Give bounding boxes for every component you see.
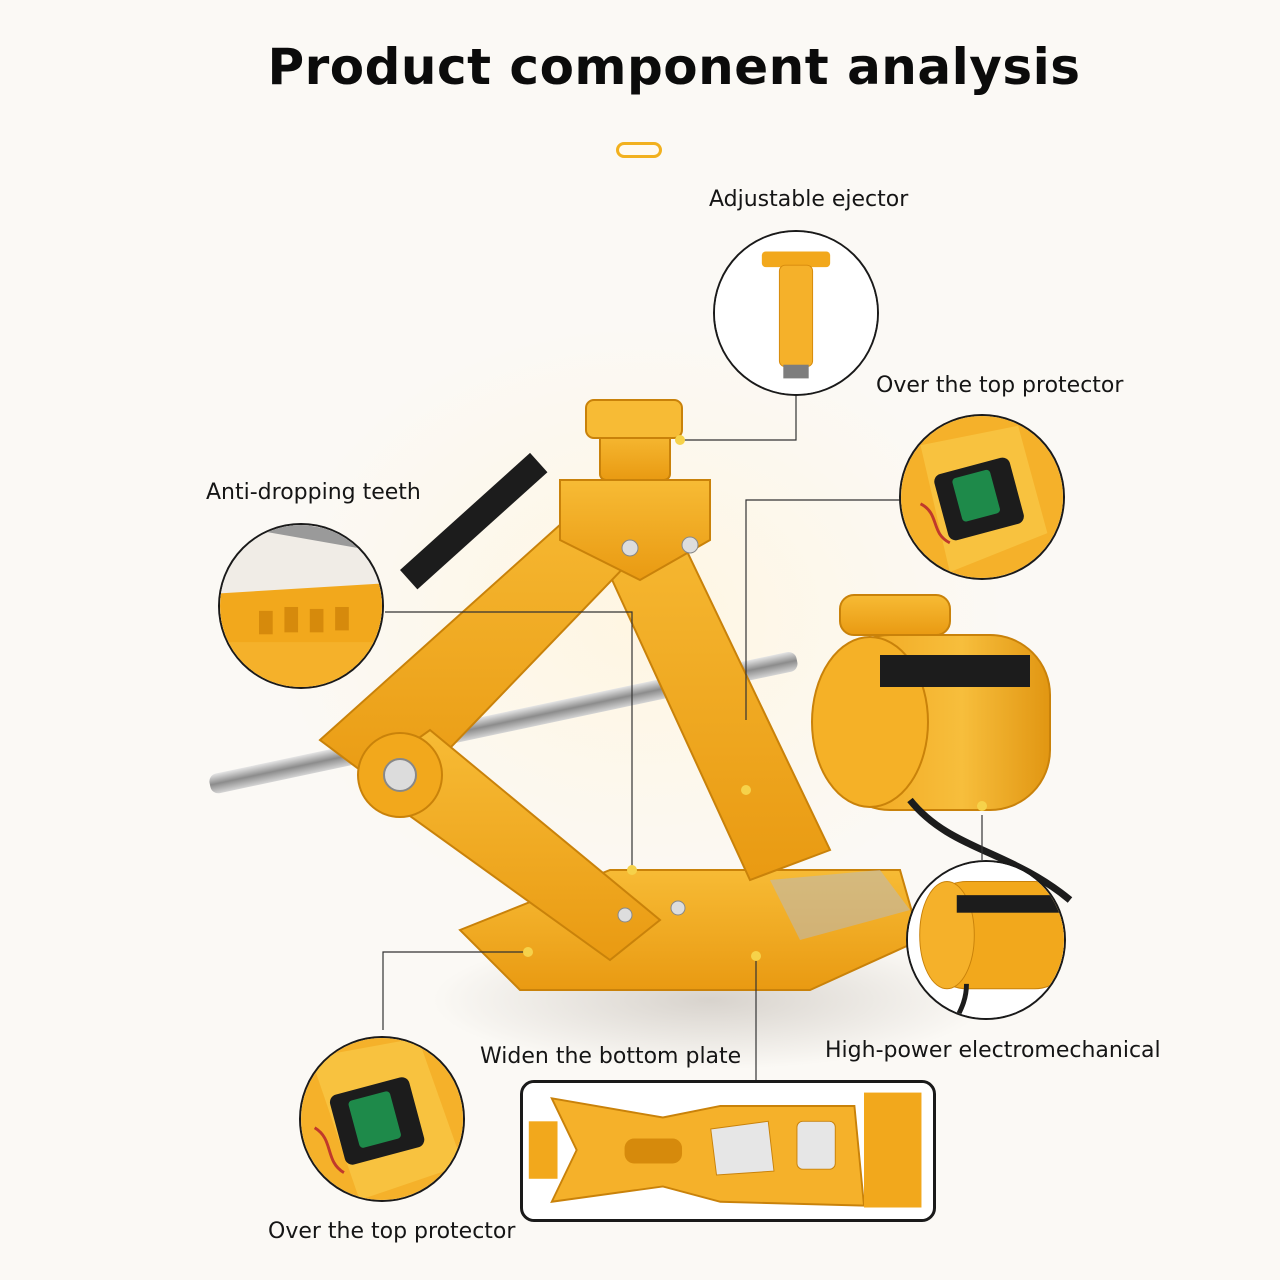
label-anti-dropping-teeth: Anti-dropping teeth (206, 480, 421, 505)
label-over-top-protector-right: Over the top protector (876, 373, 1124, 398)
title-accent-pill (616, 142, 662, 158)
detail-over-top-protector-bottom (299, 1036, 465, 1202)
detail-adjustable-ejector (713, 230, 879, 396)
detail-over-top-protector-right (899, 414, 1065, 580)
label-widen-bottom-plate: Widen the bottom plate (480, 1044, 742, 1069)
label-adjustable-ejector: Adjustable ejector (709, 187, 909, 212)
label-high-power-electromechanical: High-power electromechanical (825, 1038, 1161, 1063)
page-title: Product component analysis (267, 38, 1081, 96)
detail-widen-bottom-plate (520, 1080, 936, 1222)
detail-high-power-motor (906, 860, 1066, 1020)
detail-anti-dropping-teeth (218, 523, 384, 689)
label-over-top-protector-bottom: Over the top protector (268, 1219, 516, 1244)
